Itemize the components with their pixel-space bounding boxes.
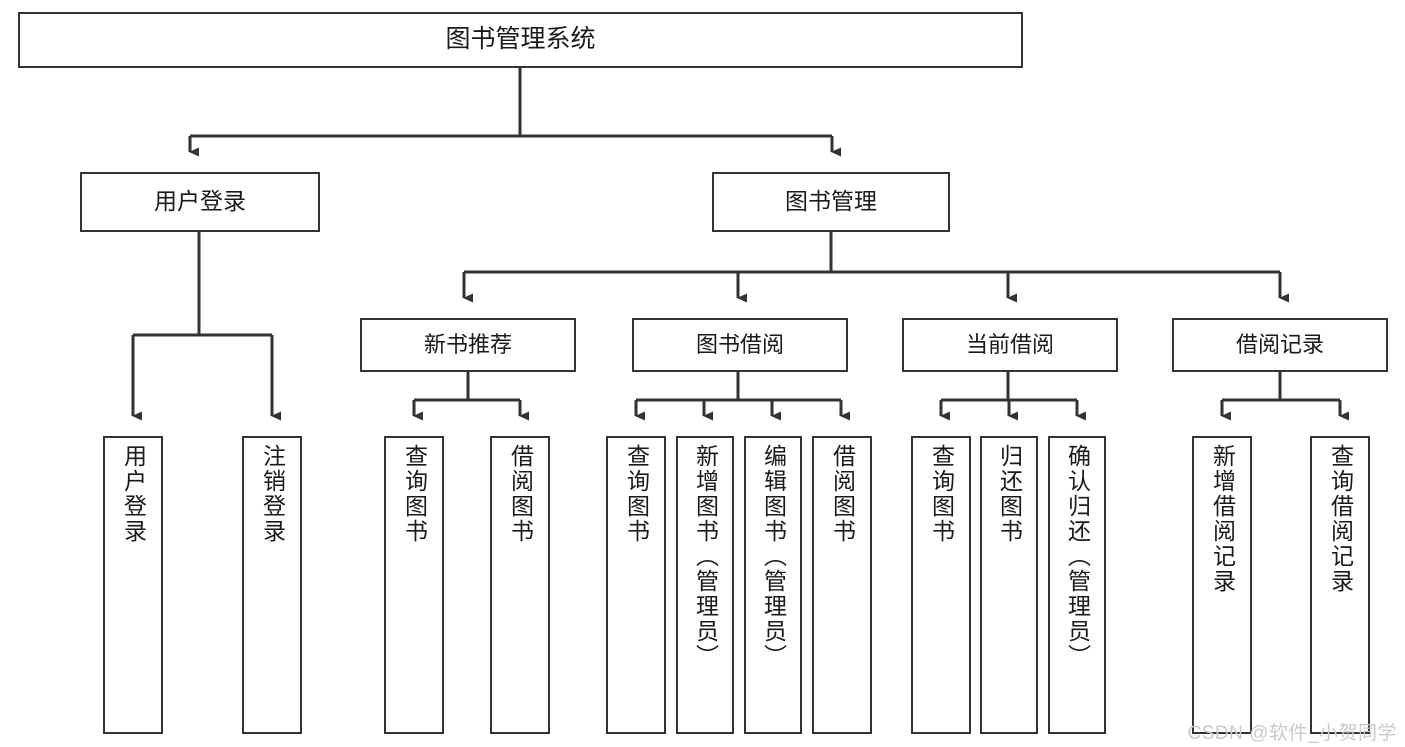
node-book-borrow[interactable]: 图书借阅 [632, 318, 848, 372]
node-leaf-query-book-1[interactable]: 查询图书 [384, 436, 444, 734]
node-user-login[interactable]: 用户登录 [80, 172, 320, 232]
node-book-management-label: 图书管理 [785, 188, 877, 215]
node-current-borrow-label: 当前借阅 [965, 332, 1054, 358]
node-leaf-query-book-2-label: 查询图书 [623, 444, 650, 544]
node-leaf-user-login[interactable]: 用户登录 [103, 436, 163, 734]
node-book-borrow-label: 图书借阅 [695, 332, 784, 358]
node-leaf-query-borrow-record-label: 查询借阅记录 [1327, 444, 1354, 594]
node-current-borrow[interactable]: 当前借阅 [902, 318, 1118, 372]
node-leaf-add-borrow-record[interactable]: 新增借阅记录 [1192, 436, 1252, 734]
node-leaf-user-login-label: 用户登录 [120, 444, 147, 544]
node-leaf-borrow-book-2-label: 借阅图书 [829, 444, 856, 544]
node-leaf-borrow-book-2[interactable]: 借阅图书 [812, 436, 872, 734]
node-leaf-add-borrow-record-label: 新增借阅记录 [1209, 444, 1236, 594]
node-leaf-confirm-return-admin-label: 确认归还（管理员） [1064, 444, 1091, 669]
node-leaf-edit-book-admin-label: 编辑图书（管理员） [760, 444, 787, 669]
node-leaf-logout-login[interactable]: 注销登录 [242, 436, 302, 734]
watermark-text: CSDN @软件_小贺同学 [1187, 723, 1397, 744]
node-root[interactable]: 图书管理系统 [18, 12, 1023, 68]
node-book-management[interactable]: 图书管理 [712, 172, 950, 232]
node-root-label: 图书管理系统 [445, 25, 596, 54]
node-leaf-query-book-3-label: 查询图书 [928, 444, 955, 544]
node-leaf-query-borrow-record[interactable]: 查询借阅记录 [1310, 436, 1370, 734]
node-leaf-query-book-2[interactable]: 查询图书 [606, 436, 666, 734]
node-leaf-query-book-1-label: 查询图书 [401, 444, 428, 544]
node-user-login-label: 用户登录 [154, 188, 246, 215]
node-leaf-add-book-admin[interactable]: 新增图书（管理员） [676, 436, 734, 734]
node-leaf-logout-login-label: 注销登录 [259, 444, 286, 544]
node-leaf-borrow-book-1[interactable]: 借阅图书 [490, 436, 550, 734]
node-leaf-edit-book-admin[interactable]: 编辑图书（管理员） [744, 436, 802, 734]
node-leaf-borrow-book-1-label: 借阅图书 [507, 444, 534, 544]
node-new-book-recommend[interactable]: 新书推荐 [360, 318, 576, 372]
node-leaf-add-book-admin-label: 新增图书（管理员） [692, 444, 719, 669]
node-leaf-return-book[interactable]: 归还图书 [980, 436, 1038, 734]
node-leaf-confirm-return-admin[interactable]: 确认归还（管理员） [1048, 436, 1106, 734]
node-leaf-return-book-label: 归还图书 [996, 444, 1023, 544]
node-leaf-query-book-3[interactable]: 查询图书 [911, 436, 971, 734]
node-borrow-record-label: 借阅记录 [1235, 332, 1324, 358]
node-borrow-record[interactable]: 借阅记录 [1172, 318, 1388, 372]
node-new-book-recommend-label: 新书推荐 [423, 332, 512, 358]
